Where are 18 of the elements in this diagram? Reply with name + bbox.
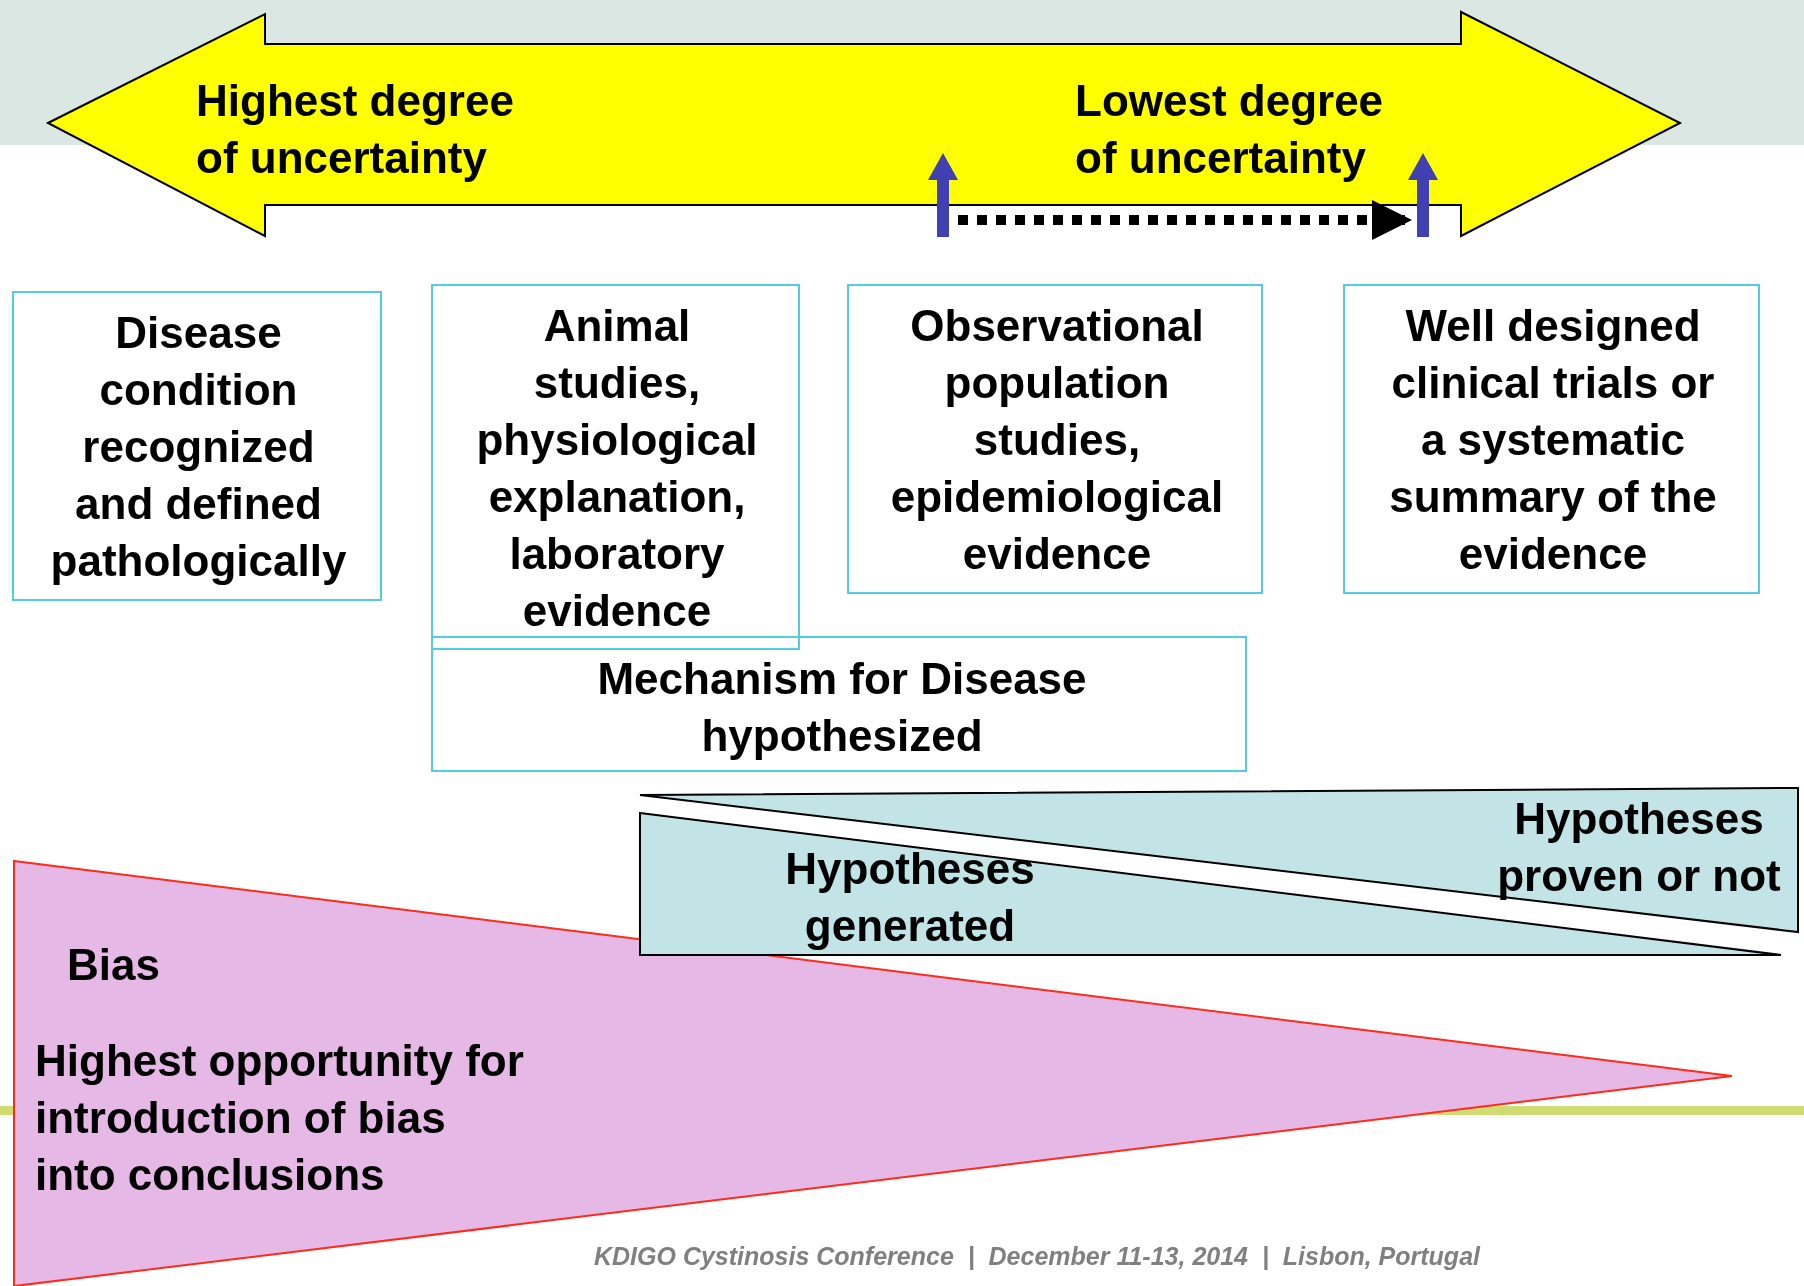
stage-box [431,636,1247,772]
box-text: Well designed clinical trials or a systematic summary of the evidence [1388,300,1718,580]
box-text: Mechanism for Disease hypothesized [596,653,1088,762]
box-text: Disease condition recognized and defined pathologically [49,307,348,587]
stage-box [1343,284,1760,594]
wedge-label: Highest opportunity for introduction of bias into conclusions [35,1035,525,1201]
stage-box [12,291,382,601]
wedge-label: Hypotheses proven or not [1496,793,1782,902]
arrow-label: Lowest degree of uncertainty [1075,75,1385,184]
stage-box [847,284,1263,594]
arrow-label: Highest degree of uncertainty [196,75,515,184]
arrow [958,200,1412,240]
stage-box [431,284,800,650]
box-text: Observational population studies, epidemiological evidence [889,300,1225,580]
box-text: Animal studies, physiological explanation, laboratory evidence [475,300,759,637]
wedge-label: Hypotheses generated [784,843,1036,952]
footer-text: KDIGO Cystinosis Conference | December 11-13, 2014 | Lisbon, Portugal [593,1242,1482,1271]
wedge-label: Bias [67,939,161,991]
